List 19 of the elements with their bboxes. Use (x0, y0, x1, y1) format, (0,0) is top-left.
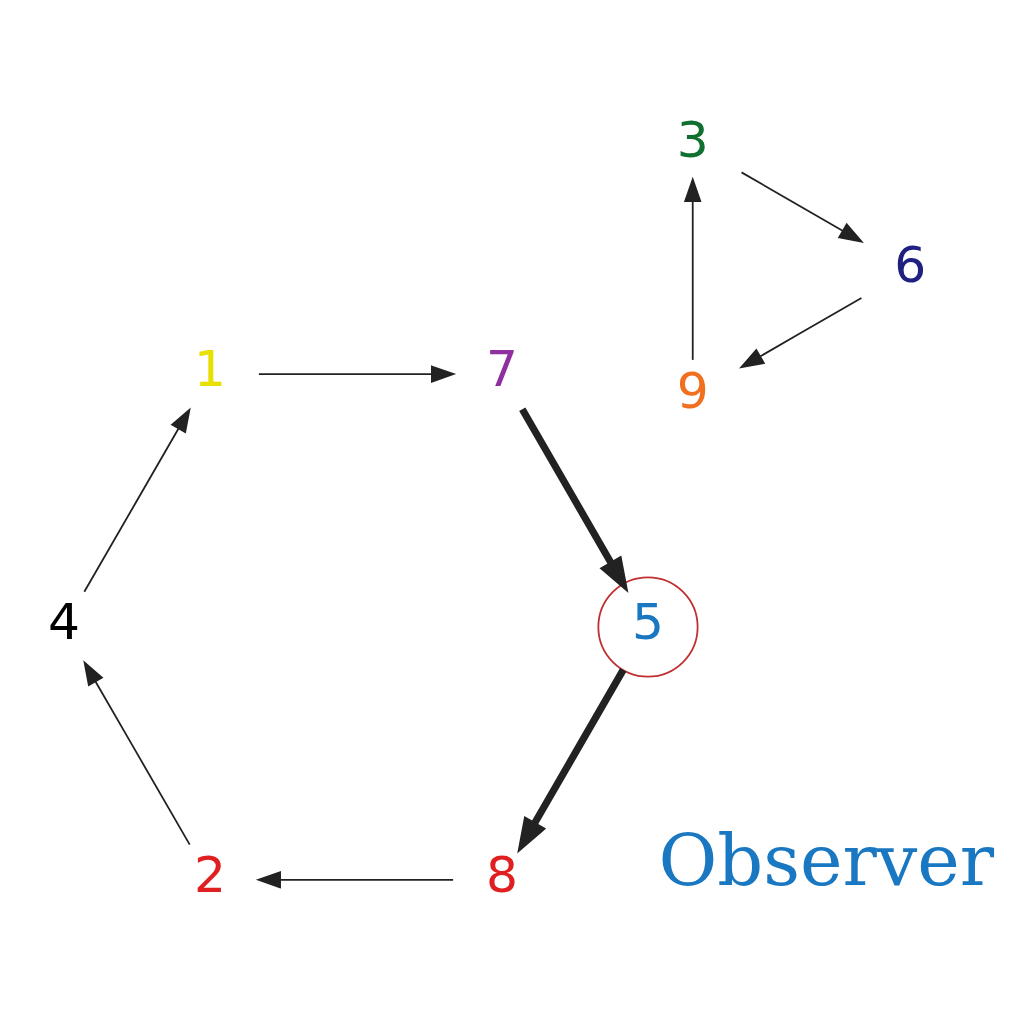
arrow (258, 365, 457, 383)
node-text: 1 (194, 339, 226, 399)
node-text: 3 (676, 109, 709, 169)
node-text: 7 (485, 339, 518, 399)
node-text: 6 (894, 235, 927, 295)
node-text: 8 (485, 845, 518, 905)
node-circle: 5 (597, 576, 699, 678)
node-text: 9 (676, 360, 709, 420)
arrow (83, 407, 191, 593)
node-text: 2 (194, 845, 226, 905)
arrow (740, 171, 864, 244)
arrow (255, 871, 455, 889)
arrow (517, 668, 627, 854)
arrow (83, 660, 191, 846)
node-text: 4 (48, 592, 80, 652)
arrow (683, 176, 702, 361)
arrow (519, 407, 629, 594)
label: Observer (658, 818, 995, 903)
arrow (739, 297, 863, 369)
